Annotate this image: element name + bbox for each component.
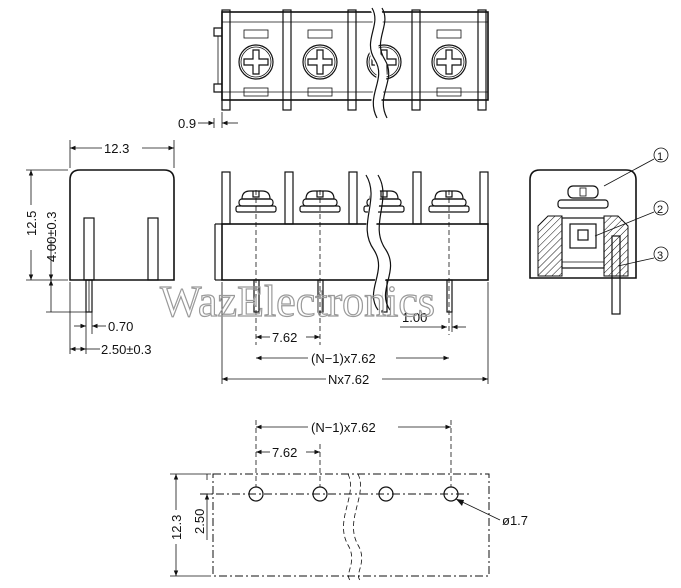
front-dim-pin-thickness: 1.00 xyxy=(402,310,427,325)
section-view-pin xyxy=(611,235,621,315)
front-dim-pitch: 7.62 xyxy=(272,330,297,345)
pcb-layout: (N−1)x7.62 7.62 12.3 2.50 ø1.7 xyxy=(169,420,528,581)
watermark-text: WazElectronics xyxy=(160,277,435,326)
section-view-body xyxy=(529,169,637,279)
top-view-body xyxy=(221,11,489,101)
side-dim-width: 12.3 xyxy=(104,141,129,156)
callout-2-marker xyxy=(653,200,669,216)
side-dim-pin-length: 4.00±0.3 xyxy=(44,211,59,262)
side-dim-height: 12.5 xyxy=(24,211,39,236)
callout-3-label: 3 xyxy=(657,250,663,262)
top-screw-heads xyxy=(238,44,467,80)
pcb-dim-span: (N−1)x7.62 xyxy=(311,420,376,435)
callout-2-label: 2 xyxy=(657,204,663,216)
top-view: 0.9 xyxy=(178,5,489,131)
pcb-dim-width: 12.3 xyxy=(169,515,184,540)
side-view-body xyxy=(69,169,175,281)
pcb-dim-hole: ø1.7 xyxy=(502,513,528,528)
front-dim-span: (N−1)x7.62 xyxy=(311,351,376,366)
front-view: 7.62 1.00 (N−1)x7.62 Nx7.62 xyxy=(214,171,489,387)
section-view: 1 2 3 xyxy=(529,147,669,315)
pcb-outline xyxy=(212,473,490,577)
side-dim-pin-offset: 2.50±0.3 xyxy=(101,342,152,357)
callout-1-label: 1 xyxy=(657,151,663,163)
front-barriers xyxy=(221,171,489,225)
side-view: 12.3 12.5 4.00±0.3 0.70 2.50±0.3 xyxy=(24,140,175,357)
front-dim-total: Nx7.62 xyxy=(328,372,369,387)
pcb-dim-pitch: 7.62 xyxy=(272,445,297,460)
pcb-holes xyxy=(248,486,459,502)
callout-1-marker xyxy=(653,147,669,163)
side-dim-pin-width: 0.70 xyxy=(108,319,133,334)
callout-3-marker xyxy=(653,246,669,262)
front-screws xyxy=(235,190,470,213)
top-barriers xyxy=(221,9,487,111)
section-callouts: 1 2 3 xyxy=(594,147,669,267)
top-clamps xyxy=(243,29,462,97)
top-dim-plate: 0.9 xyxy=(178,116,196,131)
pcb-dim-row: 2.50 xyxy=(192,509,207,534)
front-view-body xyxy=(221,223,489,281)
